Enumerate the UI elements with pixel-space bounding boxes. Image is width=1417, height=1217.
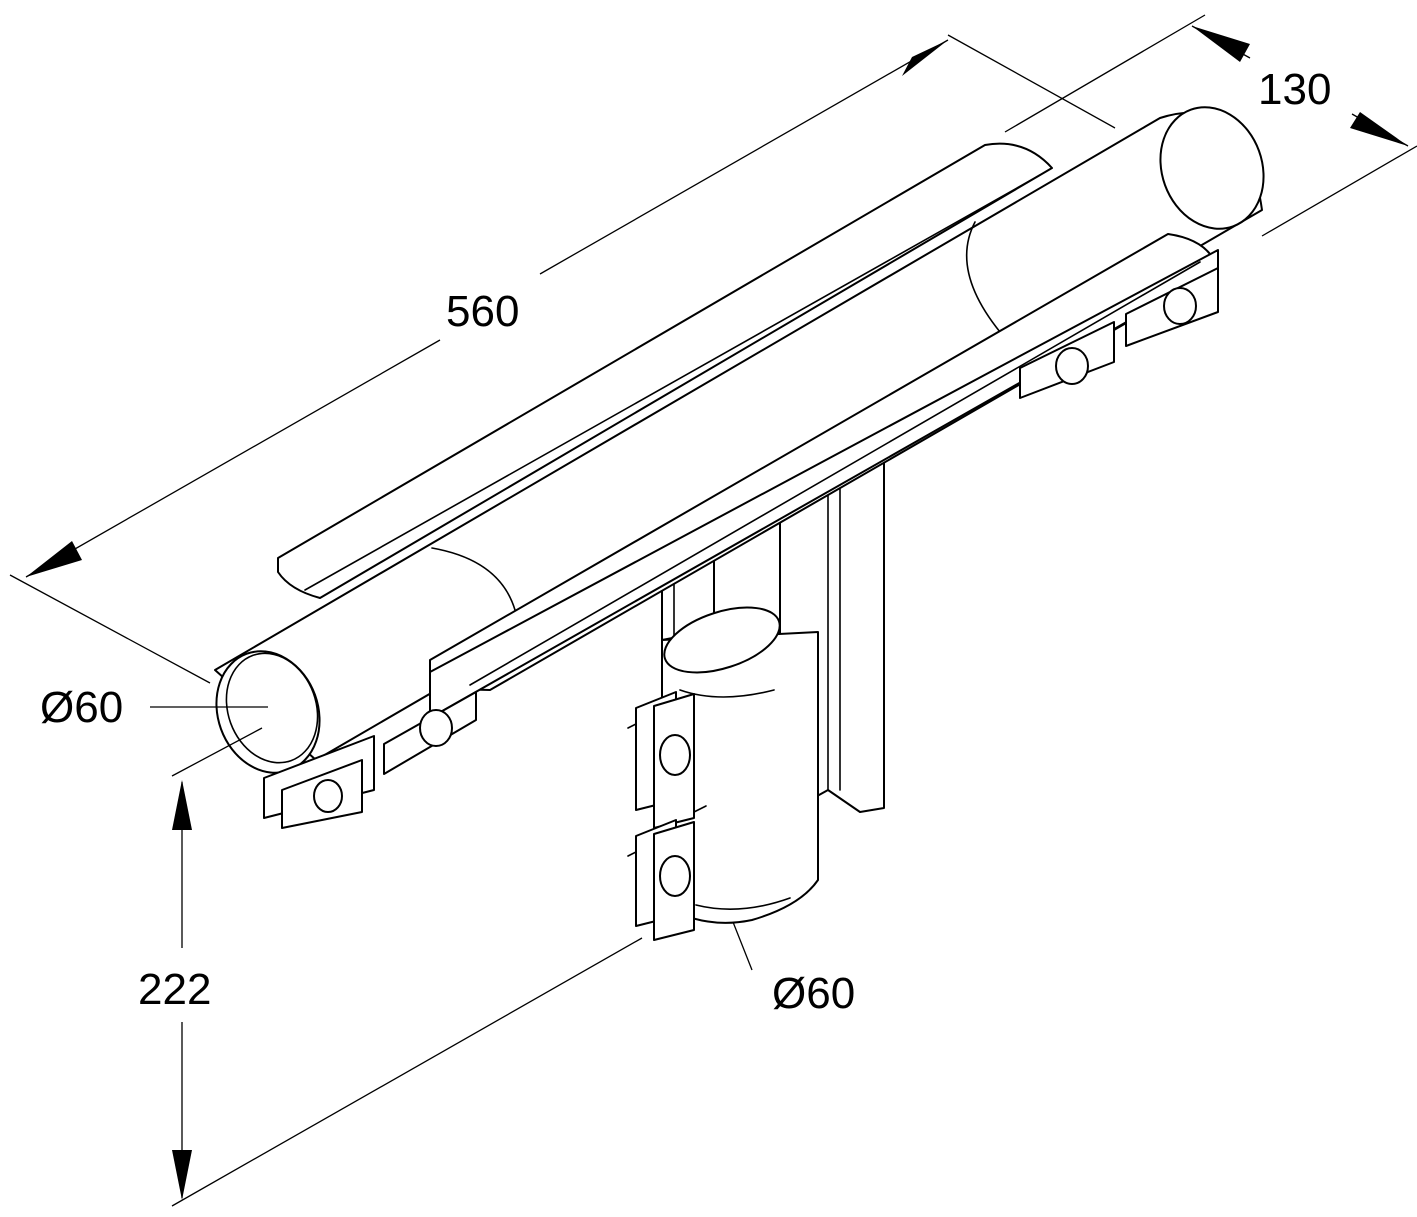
dimension-arrow (902, 40, 948, 76)
dimension-arrow (172, 1150, 192, 1200)
svg-text:Ø60: Ø60 (40, 683, 123, 732)
dimension-diameter-vertical: Ø60 (732, 921, 855, 1018)
diameter-symbol: Ø (772, 969, 806, 1018)
dimension-diameter-horizontal: Ø60 (40, 683, 268, 732)
horizontal-tube (214, 106, 1265, 774)
diameter-symbol: Ø (40, 683, 74, 732)
dimension-arrow (172, 780, 192, 830)
vertical-tube-clamps (627, 691, 707, 941)
tee-connector-part (214, 106, 1265, 941)
dimension-width-label: 130 (1258, 65, 1331, 114)
dimension-width: 130 (1004, 14, 1417, 237)
dimension-arrow (1350, 112, 1408, 146)
dimension-diameter-horizontal-label: 60 (74, 683, 123, 732)
dimension-length: 560 (9, 34, 1116, 684)
dimension-diameter-vertical-label: 60 (806, 969, 855, 1018)
svg-text:Ø60: Ø60 (772, 969, 855, 1018)
horizontal-tube-clamps (263, 267, 1219, 829)
dimension-height: 222 (138, 727, 643, 1207)
dimension-length-label: 560 (446, 287, 519, 336)
rear-flat-bar (277, 142, 1053, 599)
dimension-arrow (1192, 26, 1250, 62)
dimension-arrow (26, 541, 82, 577)
dimension-height-label: 222 (138, 965, 211, 1014)
